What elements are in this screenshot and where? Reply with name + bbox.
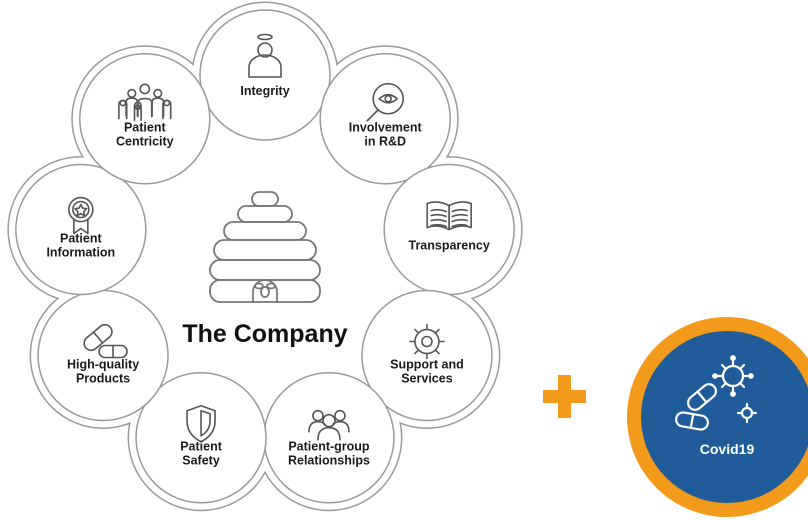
beehive-icon [209, 191, 321, 303]
center-hub: The Company [182, 191, 348, 348]
node-label-relationships: Relationships [288, 454, 370, 468]
node-label-products: High-quality [67, 358, 139, 372]
node-label-products: Products [76, 372, 130, 386]
node-ring [79, 52, 211, 185]
badge-label: Covid19 [700, 441, 755, 457]
award-badge-icon [68, 196, 94, 235]
pills-virus-icon [675, 355, 758, 431]
gear-icon [409, 323, 445, 360]
node-ring [135, 371, 267, 504]
node-ring [199, 9, 331, 141]
open-book-icon [426, 201, 472, 231]
center-title: The Company [182, 320, 347, 348]
node-label-support: Support and [390, 358, 464, 372]
capsule-icon [83, 323, 128, 359]
shield-icon [186, 404, 216, 443]
plus-icon [543, 375, 586, 418]
node-label-involvement: in R&D [364, 135, 406, 149]
node-integrity: Integrity [240, 33, 290, 98]
node-label-information: Information [46, 246, 115, 260]
family-group-icon [118, 83, 172, 122]
node-label-support: Services [401, 372, 452, 386]
node-label-centricity: Patient [124, 121, 167, 135]
node-label-safety: Patient [180, 440, 223, 454]
node-label-involvement: Involvement [349, 121, 423, 135]
person-halo-icon [248, 33, 282, 78]
node-ring [319, 52, 451, 185]
node-label-transparency: Transparency [409, 239, 490, 253]
node-label-centricity: Centricity [116, 135, 174, 149]
magnifier-eye-icon [366, 82, 405, 122]
node-transparency: Transparency [409, 201, 490, 253]
node-label-safety: Safety [182, 454, 220, 468]
node-ring [15, 163, 147, 296]
node-label-information: Patient [60, 232, 103, 246]
covid19-badge: Covid19 [627, 317, 808, 517]
people-group-icon [308, 409, 350, 441]
node-label-integrity: Integrity [240, 84, 289, 98]
node-label-relationships: Patient-group [288, 440, 370, 454]
node-ring [263, 371, 395, 504]
node-ring [37, 289, 169, 422]
